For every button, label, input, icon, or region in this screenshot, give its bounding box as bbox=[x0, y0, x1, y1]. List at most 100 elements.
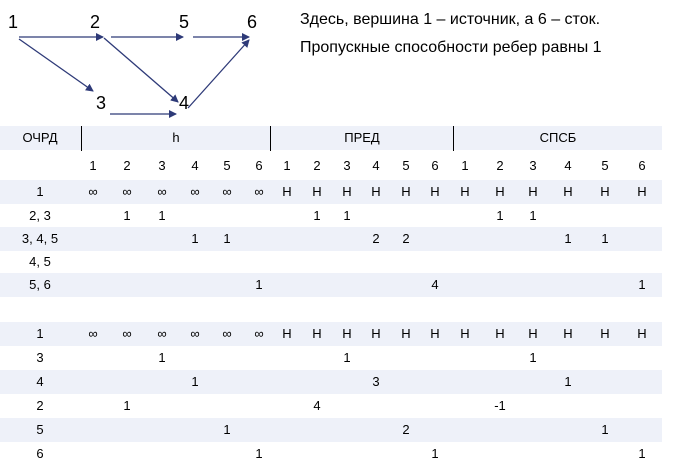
table-cell bbox=[333, 370, 361, 394]
table-cell: Н bbox=[563, 326, 573, 341]
table-cell bbox=[628, 394, 656, 418]
table-cell bbox=[362, 418, 390, 442]
table-cell bbox=[181, 346, 209, 370]
table-cell: Н bbox=[342, 326, 352, 341]
table-cell bbox=[273, 370, 301, 394]
column-number: 3 bbox=[343, 158, 351, 173]
table-cell: 1 bbox=[564, 374, 572, 389]
queue-cell: 4 bbox=[36, 374, 44, 389]
table-cell bbox=[303, 298, 331, 322]
table-cell bbox=[421, 298, 449, 322]
table-cell bbox=[213, 204, 241, 228]
table-cell: 1 bbox=[123, 208, 131, 223]
table-cell: Н bbox=[371, 326, 381, 341]
column-number: 5 bbox=[402, 158, 410, 173]
table-cell bbox=[519, 418, 547, 442]
description-line-1: Здесь, вершина 1 – источник, а 6 – сток. bbox=[300, 11, 601, 28]
table-cell bbox=[362, 204, 390, 228]
table-cell bbox=[148, 442, 176, 466]
table-cell bbox=[213, 250, 241, 274]
table-cell: ∞ bbox=[122, 184, 132, 199]
table-cell bbox=[451, 250, 479, 274]
table-cell bbox=[451, 370, 479, 394]
table-cell bbox=[79, 227, 107, 251]
table-cell: 1 bbox=[601, 231, 609, 246]
table-cell: Н bbox=[282, 184, 292, 199]
table-cell: ∞ bbox=[157, 184, 167, 199]
table-cell bbox=[519, 298, 547, 322]
table-cell bbox=[362, 346, 390, 370]
table-cell bbox=[519, 370, 547, 394]
table-cell bbox=[303, 346, 331, 370]
table-cell bbox=[554, 250, 582, 274]
table-cell: Н bbox=[528, 184, 538, 199]
table-cell bbox=[486, 370, 514, 394]
table-cell bbox=[79, 442, 107, 466]
column-number: 6 bbox=[431, 158, 439, 173]
table-cell: 2 bbox=[402, 231, 410, 246]
column-number: 2 bbox=[313, 158, 321, 173]
table-cell bbox=[362, 442, 390, 466]
table-cell bbox=[273, 346, 301, 370]
table-cell bbox=[273, 227, 301, 251]
table-cell bbox=[554, 204, 582, 228]
table-cell bbox=[519, 227, 547, 251]
node-3: 3 bbox=[96, 93, 106, 113]
table-cell bbox=[333, 250, 361, 274]
table-cell bbox=[213, 298, 241, 322]
table-cell bbox=[245, 204, 273, 228]
table-cell: Н bbox=[312, 184, 322, 199]
table-cell bbox=[519, 273, 547, 297]
table-cell bbox=[591, 204, 619, 228]
column-number: 5 bbox=[601, 158, 609, 173]
table-cell bbox=[628, 227, 656, 251]
table-cell bbox=[486, 346, 514, 370]
table-cell: Н bbox=[600, 184, 610, 199]
table-cell bbox=[213, 442, 241, 466]
table-cell: Н bbox=[401, 184, 411, 199]
table-cell: Н bbox=[401, 326, 411, 341]
table-cell: 2 bbox=[372, 231, 380, 246]
table-cell: Н bbox=[495, 326, 505, 341]
table-cell: Н bbox=[460, 326, 470, 341]
table-cell bbox=[245, 394, 273, 418]
table-cell bbox=[362, 298, 390, 322]
table-cell bbox=[79, 346, 107, 370]
table-header-groups: ОЧРД h ПРЕД СПСБ bbox=[0, 126, 662, 151]
table-cell bbox=[591, 442, 619, 466]
table-cell bbox=[486, 227, 514, 251]
table-cell bbox=[421, 227, 449, 251]
table-cell bbox=[591, 394, 619, 418]
node-6: 6 bbox=[247, 12, 257, 32]
table-cell: 4 bbox=[313, 398, 321, 413]
table-cell bbox=[628, 346, 656, 370]
table-cell: Н bbox=[342, 184, 352, 199]
table-cell bbox=[148, 227, 176, 251]
description-line-2: Пропускные способности ребер равны 1 bbox=[300, 39, 602, 56]
table-cell: 1 bbox=[638, 446, 646, 461]
table-cell bbox=[591, 346, 619, 370]
node-2: 2 bbox=[90, 12, 100, 32]
table-cell bbox=[392, 370, 420, 394]
table-cell bbox=[148, 273, 176, 297]
column-number: 1 bbox=[283, 158, 291, 173]
header-ochrd: ОЧРД bbox=[22, 130, 58, 145]
table-cell: Н bbox=[637, 184, 647, 199]
table-cell bbox=[181, 273, 209, 297]
table-cell: 1 bbox=[529, 208, 537, 223]
table-cell bbox=[181, 394, 209, 418]
queue-cell: 3 bbox=[36, 350, 44, 365]
table-cell bbox=[451, 418, 479, 442]
table-cell: 1 bbox=[313, 208, 321, 223]
node-5: 5 bbox=[179, 12, 189, 32]
table-cell bbox=[273, 442, 301, 466]
table-cell: 2 bbox=[402, 422, 410, 437]
table-cell: -1 bbox=[494, 398, 506, 413]
table-cell: 1 bbox=[564, 231, 572, 246]
